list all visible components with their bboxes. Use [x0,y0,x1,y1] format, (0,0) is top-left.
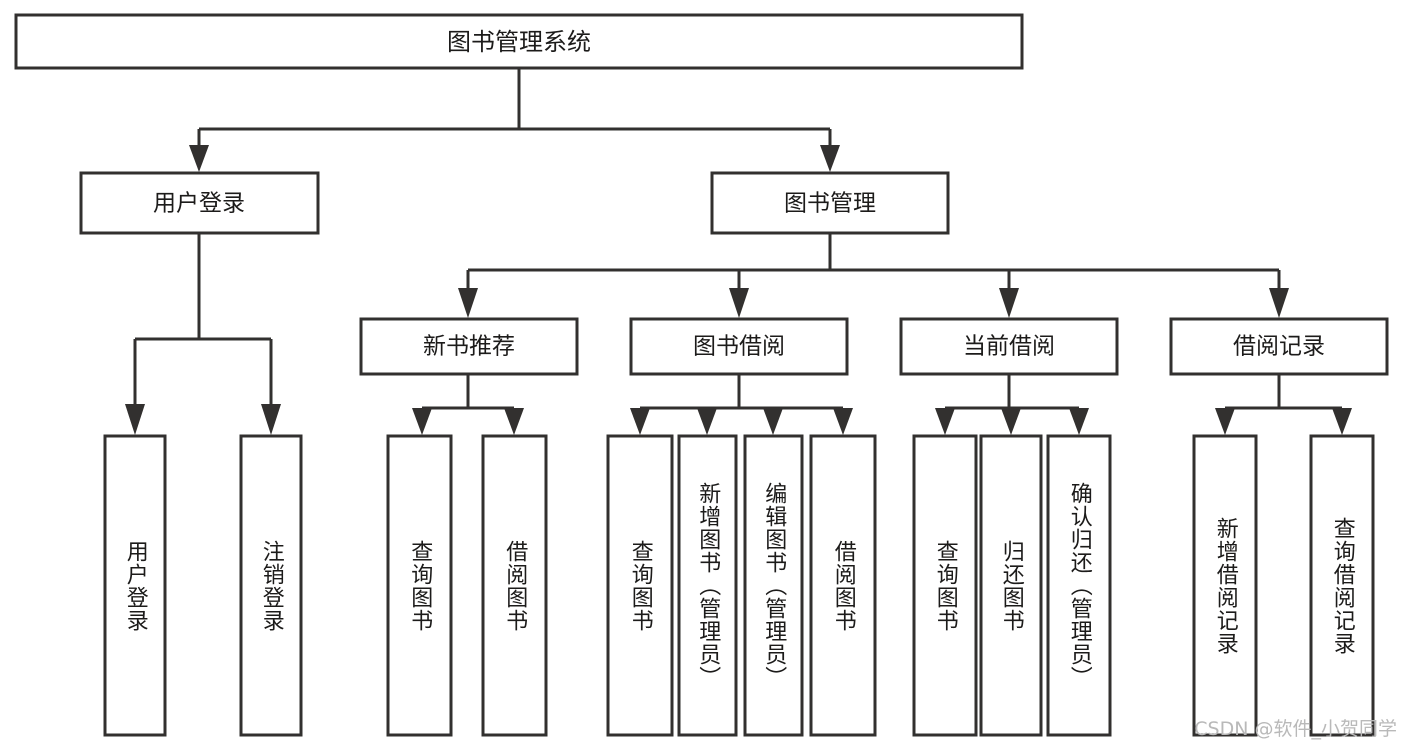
leaf-box-query-book-2[interactable] [606,434,674,737]
node-new-book-recommend[interactable]: 新书推荐 [359,317,579,376]
node-book-management[interactable]: 图书管理 [710,171,950,235]
arrowhead-leaf-logout-login [261,404,281,435]
arrowhead-borrow-record [1269,288,1289,318]
current-borrow-box[interactable] [899,317,1119,376]
root-label: 图书管理系统 [447,28,591,56]
leaf-box-borrow-book-1[interactable] [481,434,548,737]
arrowhead-user-login [189,145,209,172]
arrowhead-leaf-add-book [697,408,717,435]
arrowhead-leaf-borrow-book-2 [833,408,853,435]
leaf-box-edit-book[interactable] [743,434,804,737]
leaf-box-confirm-return[interactable] [1046,434,1112,737]
leaf-box-borrow-book-2[interactable] [809,434,877,737]
node-book-borrow[interactable]: 图书借阅 [629,317,849,376]
arrowhead-book-management [820,145,840,172]
leaf-layer [103,434,1375,737]
arrowhead-leaf-confirm-return [1069,408,1089,435]
arrowhead-leaf-query-book-3 [935,408,955,435]
arrowhead-leaf-user-login [125,404,145,435]
arrowhead-leaf-query-book-1 [412,408,432,435]
borrow-record-box[interactable] [1169,317,1389,376]
connector-layer [125,68,1352,435]
leaf-box-add-record[interactable] [1192,434,1258,737]
user-login-box[interactable] [79,171,320,235]
node-root[interactable]: 图书管理系统 [14,13,1024,70]
leaf-box-query-book-1[interactable] [386,434,453,737]
csdn-watermark: CSDN @软件_小贺同学 [1194,718,1397,740]
new-book-recommend-box[interactable] [359,317,579,376]
leaf-box-logout-login[interactable] [239,434,303,737]
leaf-box-user-login[interactable] [103,434,167,737]
node-borrow-record[interactable]: 借阅记录 [1169,317,1389,376]
arrowhead-leaf-borrow-book-1 [504,408,524,435]
book-borrow-label: 图书借阅 [693,334,785,360]
book-management-label: 图书管理 [784,191,876,217]
arrowhead-book-borrow [729,288,749,318]
arrowhead-leaf-edit-book [763,408,783,435]
arrowhead-leaf-query-record [1332,408,1352,435]
node-current-borrow[interactable]: 当前借阅 [899,317,1119,376]
leaf-box-add-book[interactable] [677,434,738,737]
current-borrow-label: 当前借阅 [963,334,1055,360]
borrow-record-label: 借阅记录 [1233,334,1325,360]
leaf-box-query-record[interactable] [1309,434,1375,737]
root-box[interactable] [14,13,1024,70]
arrowhead-new-book-recommend [458,288,478,318]
arrowhead-leaf-return-book [1001,408,1021,435]
arrowhead-leaf-query-book-2 [630,408,650,435]
leaf-box-return-book[interactable] [979,434,1043,737]
book-borrow-box[interactable] [629,317,849,376]
arrowhead-current-borrow [999,288,1019,318]
leaf-box-query-book-3[interactable] [912,434,978,737]
new-book-recommend-label: 新书推荐 [423,334,515,360]
user-login-label: 用户登录 [153,191,245,217]
book-management-box[interactable] [710,171,950,235]
node-user-login[interactable]: 用户登录 [79,171,320,235]
arrowhead-leaf-add-record [1215,408,1235,435]
